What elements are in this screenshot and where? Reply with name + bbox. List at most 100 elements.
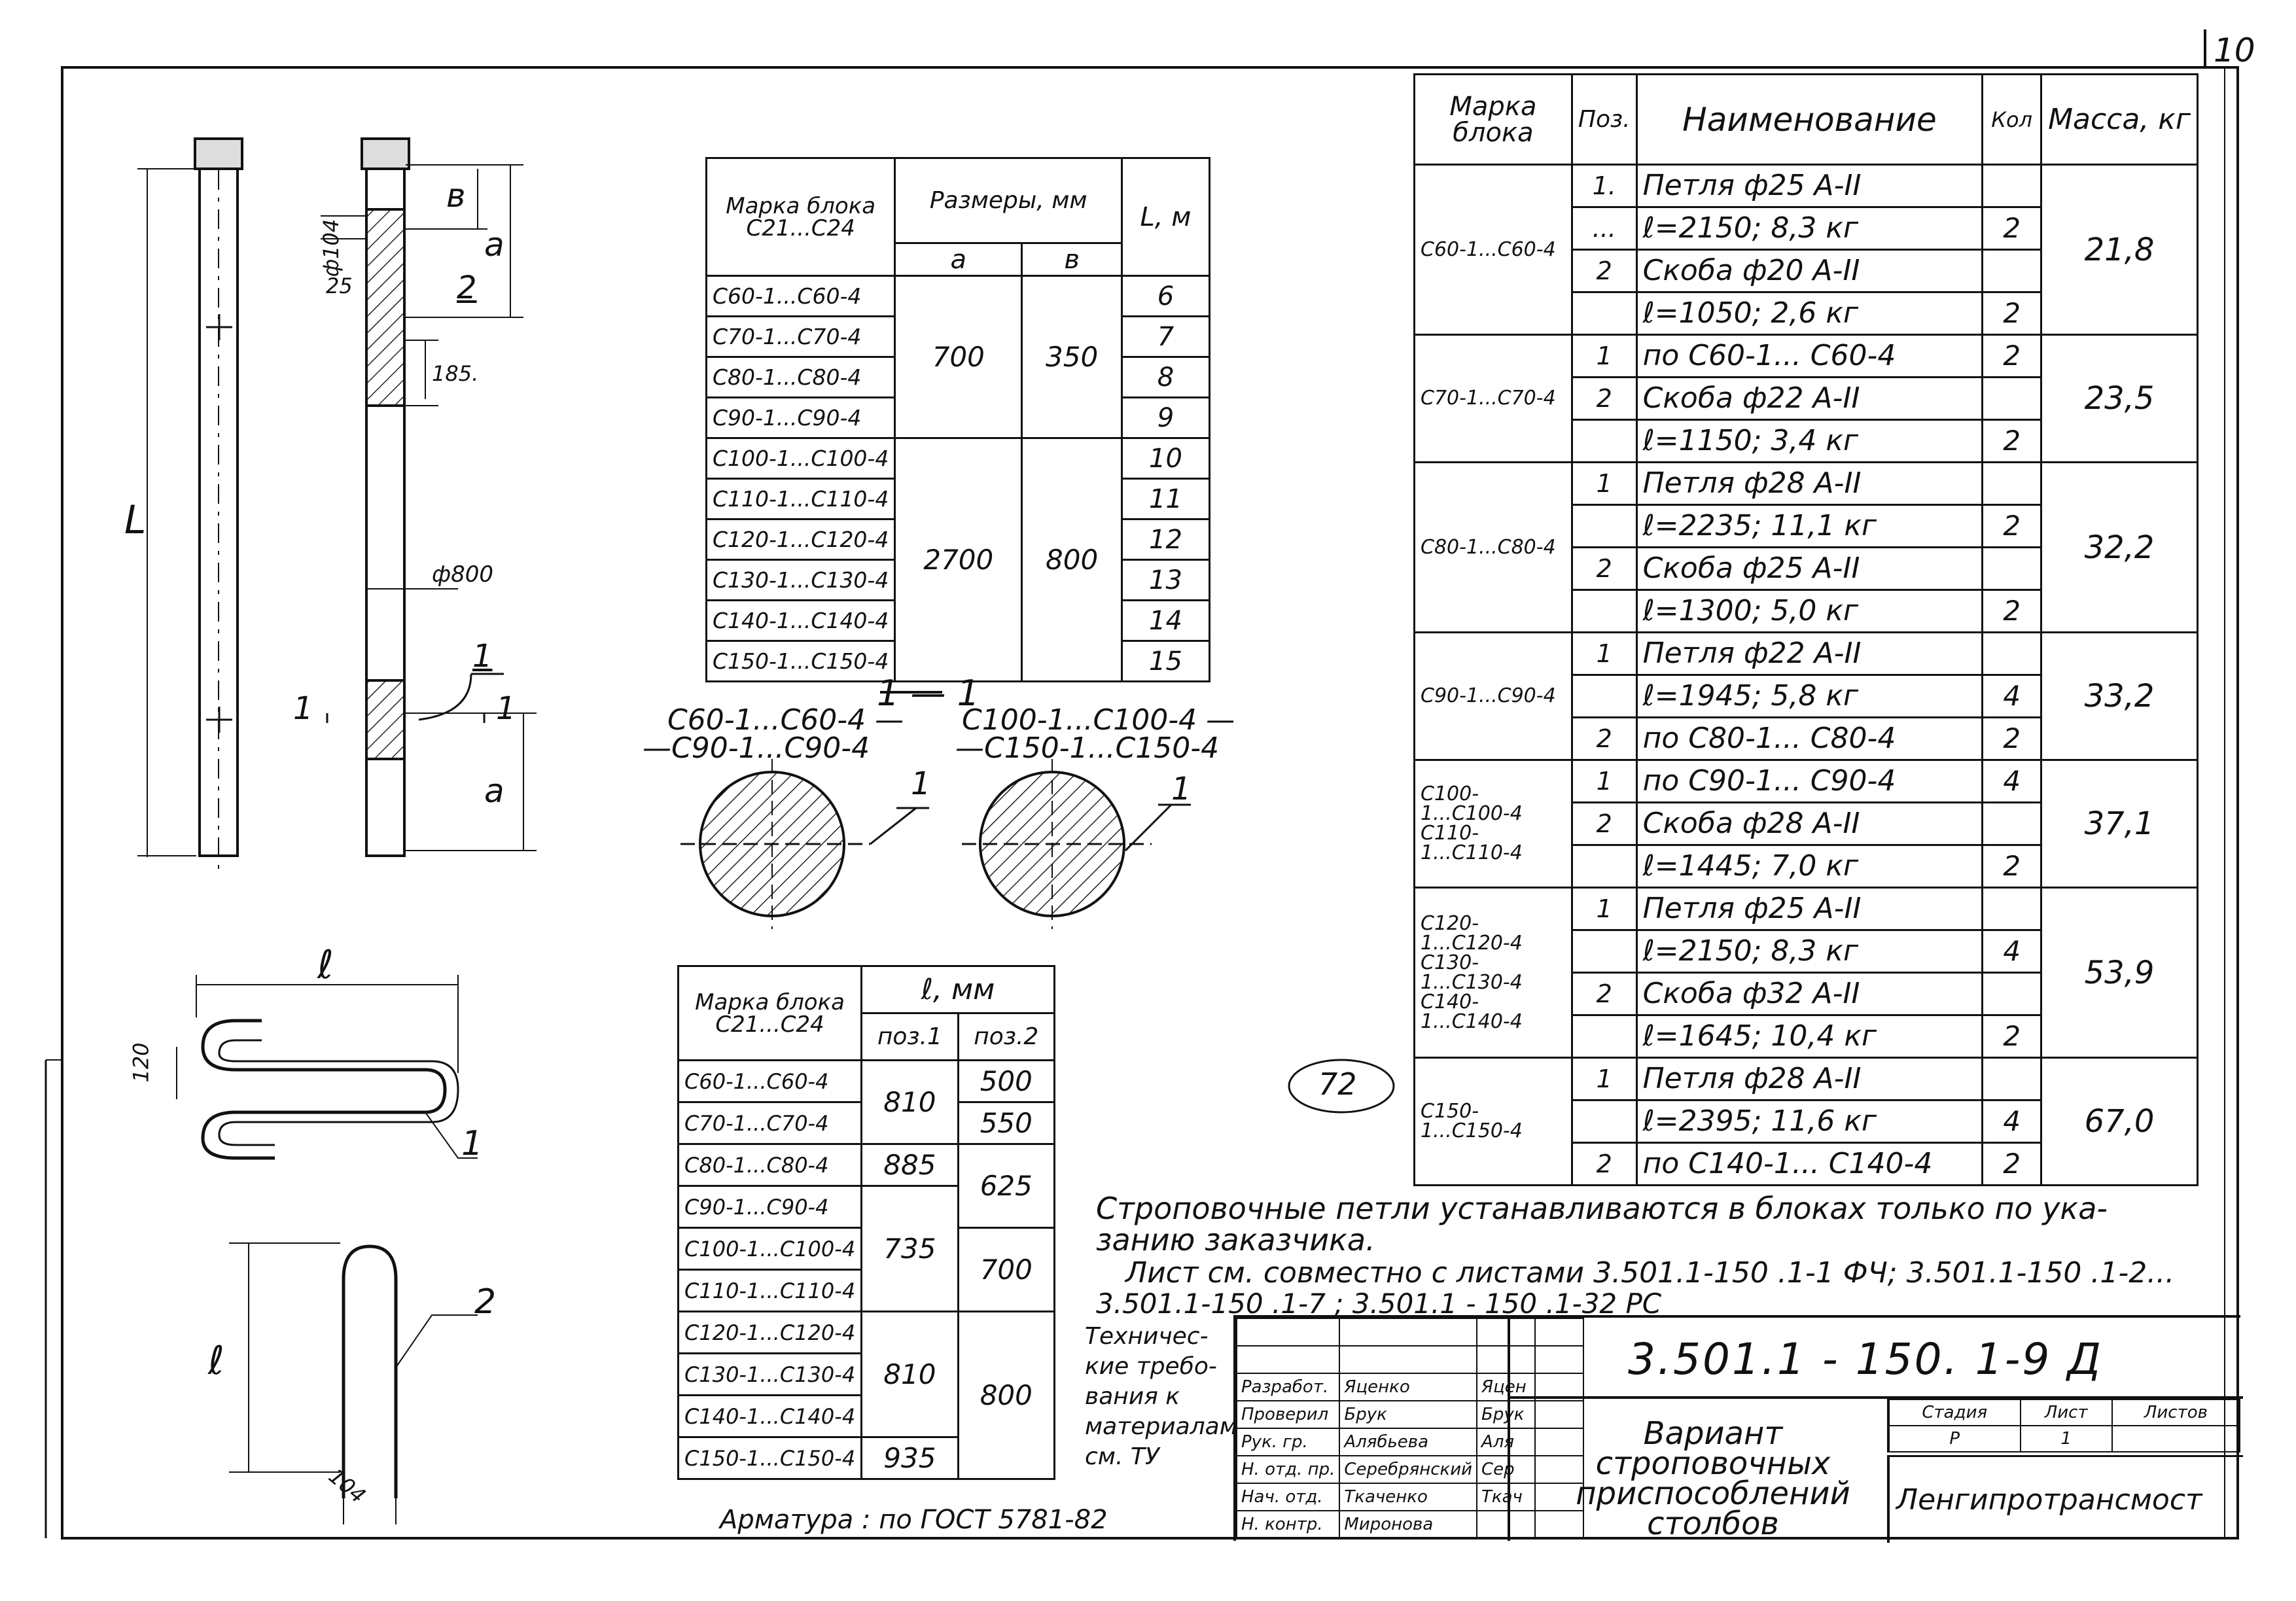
- spec-name: ℓ=1150; 3,4 кг: [1635, 419, 1984, 463]
- loop-pos1-label: 1: [461, 1124, 484, 1163]
- dim-mark: С110-1...С110-4: [705, 478, 896, 520]
- code-cell: 3.501.1 - 150. 1-9 Д: [1508, 1318, 2243, 1399]
- len-pos2: 500: [957, 1059, 1056, 1103]
- circle-mark-shape: [1288, 1059, 1395, 1114]
- title-line: строповочных: [1595, 1445, 1831, 1482]
- sheet-value: 1: [2019, 1425, 2113, 1452]
- sig-name: Миронова: [1339, 1510, 1478, 1539]
- spec-pos: [1570, 1099, 1638, 1144]
- dim-header-sizes: Размеры, мм: [894, 157, 1123, 244]
- spec-pos: 2: [1570, 716, 1638, 761]
- len-mark: С60-1...С60-4: [677, 1059, 863, 1103]
- dim-L-value: 6: [1121, 275, 1210, 317]
- spec-name: Скоба ф20 А-II: [1635, 249, 1984, 293]
- spec-qty: 2: [1981, 716, 2043, 761]
- spec-header-qty: Кол: [1981, 73, 2043, 166]
- spec-pos: [1570, 674, 1638, 718]
- dim-header-L: L, м: [1121, 157, 1210, 277]
- spec-qty: 2: [1981, 504, 2043, 548]
- note-line3: Лист см. совместно с листами 3.501.1-150…: [1125, 1256, 2175, 1290]
- len-mark: С130-1...С130-4: [677, 1352, 863, 1396]
- spec-qty: 2: [1981, 291, 2043, 336]
- len-pos2: 625: [957, 1143, 1056, 1229]
- length-table: Марка блока С21...С24 ℓ, мм поз.1 поз.2 …: [677, 965, 1056, 1480]
- spec-mass: 33,2: [2040, 631, 2199, 761]
- spec-qty: [1981, 972, 2043, 1016]
- tech-requirements: Техничес- кие требо- вания к материалам …: [1085, 1322, 1237, 1472]
- spec-qty: [1981, 461, 2043, 506]
- spec-qty: 2: [1981, 1142, 2043, 1186]
- label-phi104: ф104: [319, 219, 344, 277]
- column-elevation-front: [137, 137, 243, 870]
- len-mark: С80-1...С80-4: [677, 1143, 863, 1187]
- len-mark: С100-1...С100-4: [677, 1227, 863, 1271]
- dim-L-value: 15: [1121, 640, 1210, 682]
- len-mark: С110-1...С110-4: [677, 1269, 863, 1312]
- dim-mark: С130-1...С130-4: [705, 559, 896, 601]
- dim-L-value: 14: [1121, 599, 1210, 642]
- spec-pos: [1570, 844, 1638, 888]
- dim-a-value: 700: [894, 275, 1023, 439]
- spec-name: ℓ=2150; 8,3 кг: [1635, 929, 1984, 974]
- organization: Ленгипротрансмост: [1896, 1483, 2202, 1517]
- drawing-title: Вариант строповочных приспособлений стол…: [1576, 1418, 1850, 1539]
- dim-b-value: 800: [1021, 437, 1123, 682]
- loop-pos1-sketch: [176, 975, 478, 1160]
- spec-qty: [1981, 546, 2043, 591]
- spec-qty: [1981, 376, 2043, 421]
- tech-line: см. ТУ: [1085, 1443, 1159, 1470]
- dim-header-a: а: [894, 242, 1023, 277]
- dim-a-value: 2700: [894, 437, 1023, 682]
- title-line: столбов: [1647, 1505, 1779, 1542]
- spec-name: Скоба ф25 А-II: [1635, 546, 1984, 591]
- tech-line: материалам: [1085, 1413, 1237, 1440]
- spec-qty: 4: [1981, 1099, 2043, 1144]
- label-pos2: 2: [457, 270, 477, 306]
- spec-row: С120-1...С120-4 С130-1...С130-4 С140-1..…: [1413, 887, 2199, 1059]
- len-header-pos1: поз.1: [860, 1012, 959, 1061]
- spec-name: ℓ=1300; 5,0 кг: [1635, 589, 1984, 633]
- sig-sign: [1476, 1510, 1536, 1539]
- spec-name: по С90-1... С90-4: [1635, 759, 1984, 803]
- spec-header-name: Наименование: [1635, 73, 1984, 166]
- label-dim185: 185.: [432, 361, 479, 386]
- spec-qty: 4: [1981, 759, 2043, 803]
- dim-L-value: 10: [1121, 437, 1210, 480]
- spec-qty: 2: [1981, 589, 2043, 633]
- spec-mark: С80-1...С80-4: [1413, 461, 1573, 633]
- loop-120-label: 120: [128, 1042, 154, 1083]
- spec-mass: 32,2: [2040, 461, 2199, 633]
- tech-line: Техничес-: [1085, 1323, 1209, 1350]
- spec-qty: 2: [1981, 334, 2043, 378]
- section-left-line1: С60-1...С60-4 —: [667, 703, 904, 737]
- spec-qty: [1981, 801, 2043, 846]
- spec-header-mark: Марка блока: [1413, 73, 1573, 166]
- len-pos1: 810: [860, 1059, 959, 1145]
- circle-mark: 72: [1318, 1066, 1357, 1102]
- dim-mark: С70-1...С70-4: [705, 315, 896, 358]
- sig-sign: Брук: [1476, 1400, 1536, 1429]
- spec-pos: [1570, 589, 1638, 633]
- section-left-line2: —С90-1...С90-4: [643, 731, 870, 765]
- len-header-l: ℓ, мм: [860, 965, 1055, 1014]
- dim-L-value: 8: [1121, 356, 1210, 398]
- sheet-header: Лист: [2019, 1399, 2113, 1426]
- label-L: L: [124, 497, 147, 543]
- dim-mark: С60-1...С60-4: [705, 275, 896, 317]
- spec-name: ℓ=2150; 8,3 кг: [1635, 206, 1984, 251]
- dim-mark: С100-1...С100-4: [705, 437, 896, 480]
- spec-pos: 2: [1570, 376, 1638, 421]
- sig-sign: Ткач: [1476, 1483, 1536, 1511]
- clamp-pos2-sketch: [229, 1242, 478, 1524]
- spec-name: ℓ=1645; 10,4 кг: [1635, 1014, 1984, 1059]
- clamp-pos2-label: 2: [474, 1282, 497, 1322]
